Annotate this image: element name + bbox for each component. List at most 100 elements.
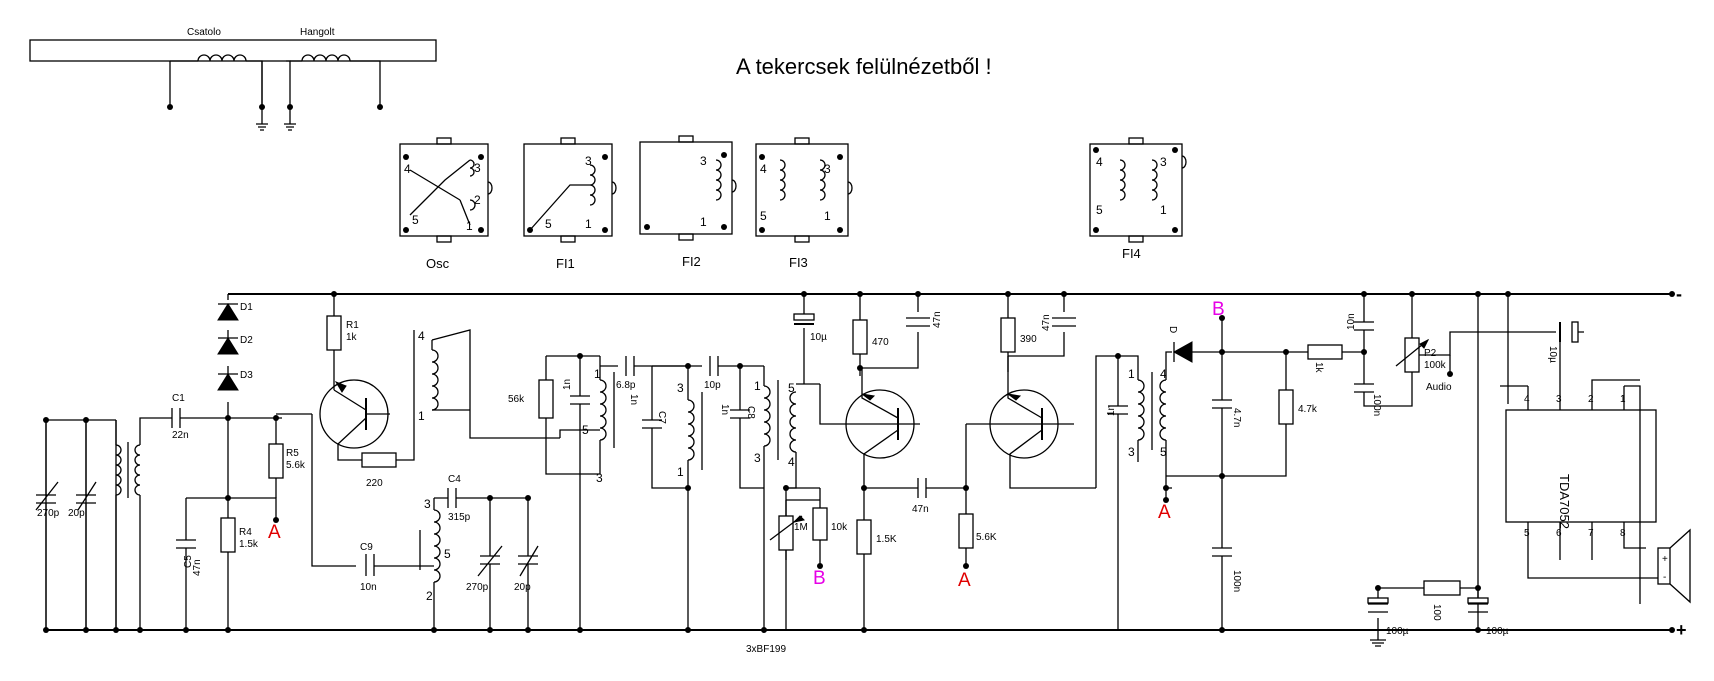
if-filter-1: 56k 1n 1 5 3 6.8p xyxy=(508,353,688,633)
fi4-label: FI4 xyxy=(1122,246,1141,261)
svg-text:10k: 10k xyxy=(831,522,848,533)
ic-label: TDA7052 xyxy=(1557,474,1572,529)
audio-network: 1k 10n 100n P2 100k Audio 10µ xyxy=(1286,291,1584,633)
diode-d1-icon xyxy=(217,303,239,321)
osc-label: Osc xyxy=(426,256,450,271)
svg-text:3: 3 xyxy=(1160,155,1167,169)
svg-text:4: 4 xyxy=(418,329,425,343)
svg-text:3: 3 xyxy=(824,162,831,176)
svg-text:C4: C4 xyxy=(448,474,461,485)
svg-text:5.6K: 5.6K xyxy=(976,532,997,543)
if-filter-2: 1n C7 3 1 10p xyxy=(628,356,740,633)
svg-text:1: 1 xyxy=(824,209,831,223)
svg-text:C7: C7 xyxy=(656,411,667,424)
svg-text:1: 1 xyxy=(585,217,592,231)
svg-text:R5: R5 xyxy=(286,448,299,459)
svg-text:270p: 270p xyxy=(466,582,489,593)
page-title: A tekercsek felülnézetből ! xyxy=(736,54,992,79)
supply-filter: 100µ 100 100µ xyxy=(1367,580,1509,647)
svg-text:3: 3 xyxy=(700,154,707,168)
svg-text:C1: C1 xyxy=(172,393,185,404)
svg-text:100n: 100n xyxy=(1231,570,1242,592)
svg-text:3: 3 xyxy=(596,471,603,485)
svg-text:1.5k: 1.5k xyxy=(239,539,259,550)
variable-capacitor-icon xyxy=(35,420,97,630)
svg-text:C5: C5 xyxy=(183,555,194,568)
svg-text:5: 5 xyxy=(760,209,767,223)
svg-text:4.7n: 4.7n xyxy=(1231,408,1242,427)
svg-text:5: 5 xyxy=(1524,528,1530,539)
svg-text:4: 4 xyxy=(788,455,795,469)
svg-text:2: 2 xyxy=(426,589,433,603)
if-filter-3: 1n C8 1 3 5 4 xyxy=(719,363,820,633)
svg-text:47n: 47n xyxy=(192,559,203,576)
svg-text:10n: 10n xyxy=(360,582,377,593)
marker-a-1: A xyxy=(268,522,281,543)
svg-text:3: 3 xyxy=(585,154,592,168)
coupling-coil xyxy=(197,54,247,62)
plus-terminal: + xyxy=(1676,620,1687,640)
diode-d-icon xyxy=(1172,341,1193,363)
svg-text:R1: R1 xyxy=(346,320,359,331)
svg-text:3: 3 xyxy=(424,497,431,511)
svg-text:5: 5 xyxy=(545,217,552,231)
svg-text:1n: 1n xyxy=(719,404,730,415)
marker-a-2: A xyxy=(958,570,971,591)
svg-text:8: 8 xyxy=(1620,528,1626,539)
svg-text:100k: 100k xyxy=(1424,360,1447,371)
marker-a-3: A xyxy=(1158,502,1171,523)
svg-text:2: 2 xyxy=(1588,394,1594,405)
svg-text:4.7k: 4.7k xyxy=(1298,404,1318,415)
coil-view-fi4: 4 5 3 1 FI4 xyxy=(1089,137,1187,261)
svg-text:3: 3 xyxy=(754,451,761,465)
tda7052-ic: TDA7052 4 3 2 1 5 6 7 8 xyxy=(1500,379,1657,604)
transistor-q1: R1 1k 220 xyxy=(276,291,415,489)
svg-text:5: 5 xyxy=(1160,445,1167,459)
fi1-label: FI1 xyxy=(556,256,575,271)
svg-text:D1: D1 xyxy=(240,302,253,313)
svg-text:5: 5 xyxy=(444,547,451,561)
svg-text:R4: R4 xyxy=(239,527,252,538)
hangolt-label: Hangolt xyxy=(300,27,335,38)
svg-text:1n: 1n xyxy=(1106,405,1117,416)
marker-b-1: B xyxy=(813,568,826,589)
svg-text:47n: 47n xyxy=(1041,314,1052,331)
svg-text:10n: 10n xyxy=(1346,313,1357,330)
svg-text:1: 1 xyxy=(1128,367,1135,381)
bias-network: D1 D2 D3 A C5 47n R4 1.5k R5 5.6k xyxy=(176,294,306,633)
svg-text:4: 4 xyxy=(1096,155,1103,169)
svg-text:1n: 1n xyxy=(562,379,573,390)
tuned-coil xyxy=(301,54,351,62)
svg-text:5: 5 xyxy=(788,381,795,395)
svg-text:1k: 1k xyxy=(1313,362,1324,374)
audio-label: Audio xyxy=(1426,382,1452,393)
coil-view-osc: 4 3 2 5 1 Osc xyxy=(399,137,493,271)
svg-text:P2: P2 xyxy=(1424,348,1437,359)
svg-text:5: 5 xyxy=(1096,203,1103,217)
svg-text:220: 220 xyxy=(366,478,383,489)
svg-text:470: 470 xyxy=(872,337,889,348)
svg-text:5: 5 xyxy=(412,213,419,227)
oscillator-tank: C9 10n C4 315p 3 5 2 270p 20p xyxy=(311,414,539,633)
csatolo-label: Csatolo xyxy=(187,27,221,38)
svg-text:47n: 47n xyxy=(932,311,943,328)
svg-text:20p: 20p xyxy=(514,582,531,593)
svg-text:100n: 100n xyxy=(1371,394,1382,416)
svg-text:3: 3 xyxy=(1556,394,1562,405)
svg-text:7: 7 xyxy=(1588,528,1594,539)
svg-text:4: 4 xyxy=(1524,394,1530,405)
svg-text:6.8p: 6.8p xyxy=(616,380,636,391)
svg-text:1.5K: 1.5K xyxy=(876,534,897,545)
svg-text:3: 3 xyxy=(474,161,481,175)
svg-text:1n: 1n xyxy=(628,394,639,405)
fi2-label: FI2 xyxy=(682,254,701,269)
svg-text:4: 4 xyxy=(760,162,767,176)
speaker-icon: + - xyxy=(1640,528,1691,604)
diode-d2-icon xyxy=(217,337,239,355)
svg-text:20p: 20p xyxy=(68,508,85,519)
svg-text:100µ: 100µ xyxy=(1386,626,1409,637)
transistor-note: 3xBF199 xyxy=(746,644,786,655)
svg-text:1k: 1k xyxy=(346,332,358,343)
svg-text:+: + xyxy=(1662,554,1668,565)
